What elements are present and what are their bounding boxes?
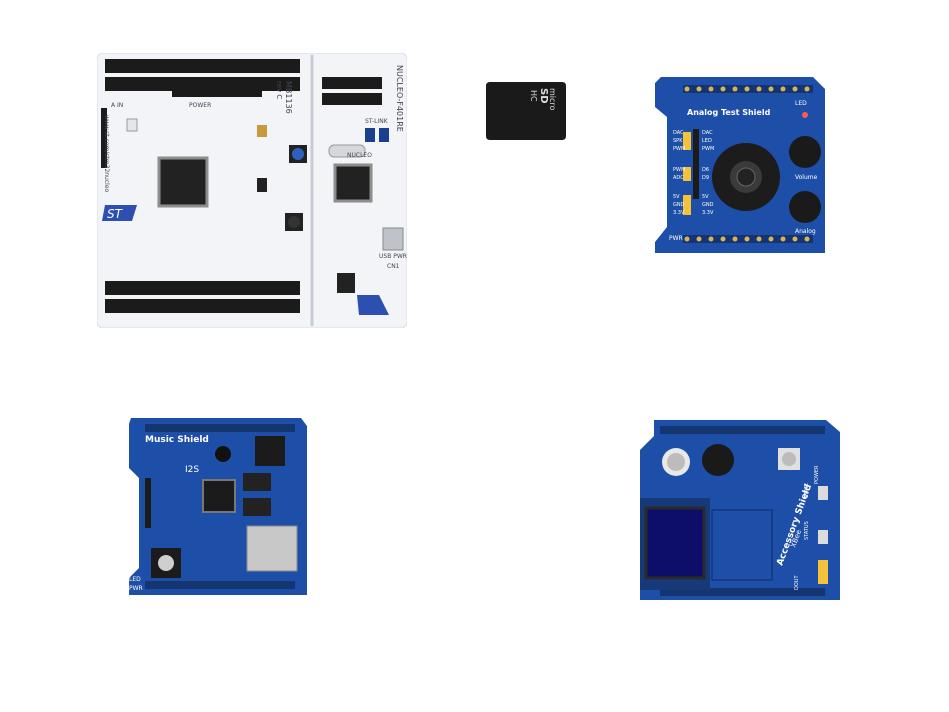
st-logo	[102, 205, 137, 221]
accessory-status-label: STATUS	[804, 521, 810, 540]
analog-right-label-gnd: GND	[702, 202, 714, 208]
analog-right-label-5v: 5V	[702, 194, 709, 200]
st-link-label: ST-LINK	[365, 118, 389, 125]
analog-pwr-label: PWR	[669, 235, 683, 242]
microsd-text-sd: SD	[538, 88, 549, 104]
analog-shield-title: Analog Test Shield	[687, 108, 771, 117]
analog-right-label-d9: D9	[702, 175, 709, 181]
music-shield: Music Shield I2S LED PWR	[125, 418, 307, 595]
nucleo-board-graphic: ST NUCLEO-F401RE MB1136 rev C POWER A IN…	[96, 52, 408, 329]
st-logo-text: ST	[107, 207, 124, 221]
analog-right-label-33v: 3.3V	[702, 210, 714, 216]
power-label: POWER	[189, 102, 211, 109]
music-i2s-label: I2S	[185, 465, 199, 475]
analog-shield-graphic: Analog Test Shield LED Volume Analog PWR…	[655, 77, 825, 253]
analog-left-label-33v: 3.3V	[673, 210, 685, 216]
accessory-state-label: STATE	[804, 483, 810, 498]
analog-right-label-pwm: PWM	[702, 146, 714, 152]
analog-right-label-dac: DAC	[702, 130, 713, 136]
analog-left-label-dac: DAC	[673, 130, 684, 136]
microsd-text-micro: micro	[548, 88, 557, 111]
accessory-shield-graphic: Accessory Shield XBee STATE STATUS DOUT …	[640, 420, 840, 600]
analog-left-label-gnd: GND	[673, 202, 685, 208]
music-shield-title: Music Shield	[145, 435, 209, 445]
nucleo-model-label: NUCLEO-F401RE	[395, 65, 404, 132]
analog-volume-label: Volume	[795, 174, 818, 181]
analog-right-label-led: LED	[702, 138, 712, 144]
accessory-dout-label: DOUT	[794, 575, 800, 590]
analog-left-label-pwm1: PWM	[673, 146, 685, 152]
analog-test-shield: Analog Test Shield LED Volume Analog PWR…	[655, 77, 827, 253]
board-rev-label: MB1136	[284, 81, 293, 114]
analog-left-label-pwm2: PWM	[673, 167, 685, 173]
analog-analog-label: Analog	[795, 228, 816, 235]
accessory-power-label: POWER	[814, 465, 820, 484]
analog-led-label: LED	[795, 100, 807, 107]
music-pwr-label: PWR	[129, 585, 143, 592]
ain-label: A IN	[111, 102, 123, 109]
analog-left-label-5v: 5V	[673, 194, 680, 200]
microsd-graphic: micro SD HC	[486, 82, 566, 140]
music-led-label: LED	[129, 576, 141, 583]
nucleo-label: NUCLEO	[347, 152, 372, 159]
nucleo-board: ST NUCLEO-F401RE MB1136 rev C POWER A IN…	[96, 52, 408, 329]
website-label: www.st.com/stm32nucleo	[103, 115, 110, 193]
usb-label: USB PWR	[379, 253, 407, 260]
music-shield-graphic: Music Shield I2S LED PWR	[129, 418, 307, 595]
analog-right-label-d6: D6	[702, 167, 709, 173]
microsd-text-hc: HC	[529, 90, 538, 102]
analog-left-label-spk: SPK	[673, 138, 683, 144]
cn-label: CN1	[387, 263, 400, 270]
rev-label: rev C	[275, 81, 283, 99]
microsd-card: micro SD HC	[486, 82, 566, 140]
accessory-shield: Accessory Shield XBee STATE STATUS DOUT …	[640, 420, 840, 600]
analog-left-label-adc: ADC	[673, 175, 684, 181]
